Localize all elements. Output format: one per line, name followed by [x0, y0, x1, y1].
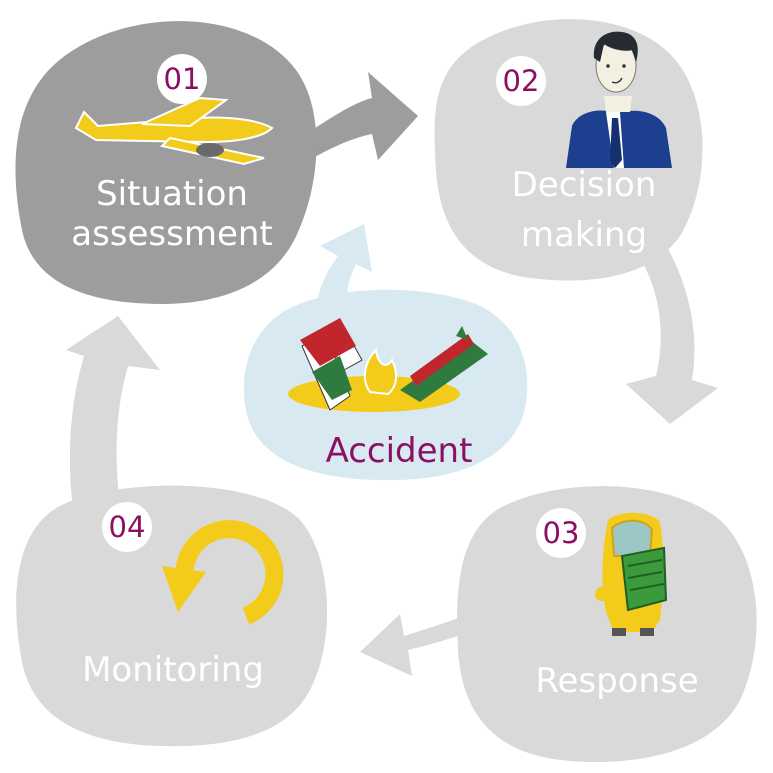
step-label-monitoring: Monitoring: [82, 650, 264, 690]
arrow-monitoring-to-assessment: [66, 316, 160, 530]
step-label-situation: Situation: [96, 174, 248, 214]
businessman-icon: [566, 31, 672, 168]
step-number-02: 02: [503, 64, 540, 98]
step-label-assessment: assessment: [71, 214, 273, 254]
arrow-assessment-to-decision: [300, 72, 418, 162]
arrow-decision-to-response: [626, 238, 718, 424]
airplane-icon: [74, 96, 274, 166]
step-label-decision: Decision: [512, 165, 657, 205]
step-number-badge-03: 03: [536, 508, 586, 558]
step-number-03: 03: [543, 516, 580, 550]
step-label-response: Response: [535, 661, 698, 701]
refresh-cycle-icon: [162, 520, 284, 625]
step-number-01: 01: [164, 62, 201, 96]
hazmat-suit-worker-icon: [595, 512, 668, 636]
step-number-badge-04: 04: [102, 502, 152, 552]
step-monitoring: [16, 485, 328, 747]
step-number-badge-02: 02: [496, 56, 546, 106]
step-label-making: making: [521, 215, 647, 255]
step-situation-assessment: [15, 21, 317, 304]
step-response: [457, 486, 757, 763]
sinking-ship-oil-fire-icon: [288, 318, 488, 412]
accident-label: Accident: [326, 431, 473, 471]
arrow-accident-to-assessment: [316, 224, 372, 310]
step-number-badge-01: 01: [157, 54, 207, 104]
arrow-response-to-monitoring: [360, 614, 470, 676]
step-number-04: 04: [109, 510, 146, 544]
